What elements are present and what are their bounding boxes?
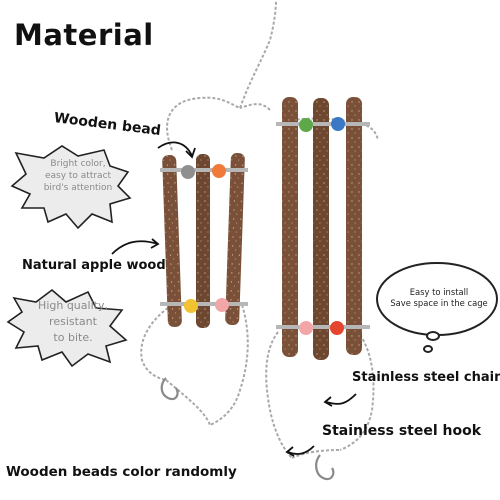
thought-bubble-icon — [376, 262, 498, 353]
spiky-bubble-icon — [10, 145, 132, 230]
bubble-easy-install: Easy to install Save space in the cage — [378, 287, 500, 310]
bubble-line: resistant — [49, 314, 97, 328]
bead-green — [299, 118, 313, 132]
large-ladder — [276, 97, 370, 360]
bubble-line: High quality, — [38, 299, 108, 312]
label-stainless-chain: Stainless steel chain — [352, 370, 500, 385]
curved-arrow-icon — [111, 141, 357, 457]
small-ladder — [160, 153, 248, 328]
label-natural-apple-wood: Natural apple wood — [22, 258, 166, 273]
bead-red — [330, 321, 344, 335]
bubble-bright-color: Bright color, easy to attract bird's att… — [28, 158, 128, 194]
hook-icon — [160, 377, 335, 481]
bubble-line: Bright color, — [50, 159, 106, 169]
bead-orange — [212, 164, 226, 178]
bead-yellow — [184, 299, 198, 313]
spiky-bubble-icon — [6, 288, 128, 368]
label-stainless-hook: Stainless steel hook — [322, 423, 482, 439]
bead-pink-large — [299, 321, 313, 335]
bubble-line: to bite. — [53, 330, 93, 344]
chain-links — [140, 0, 379, 459]
bubble-high-quality: High quality, resistant to bite. — [24, 298, 122, 346]
bubble-line: Easy to install — [409, 287, 469, 297]
bubble-line: bird's attention — [43, 183, 113, 194]
bead-pink — [215, 298, 229, 312]
page-title: Material — [14, 18, 154, 52]
label-beads-random: Wooden beads color randomly — [6, 464, 237, 480]
bubble-line: Save space in the cage — [390, 298, 488, 309]
bubble-line: easy to attract — [44, 171, 112, 182]
bead-blue — [331, 117, 345, 131]
bead-gray — [181, 165, 195, 179]
